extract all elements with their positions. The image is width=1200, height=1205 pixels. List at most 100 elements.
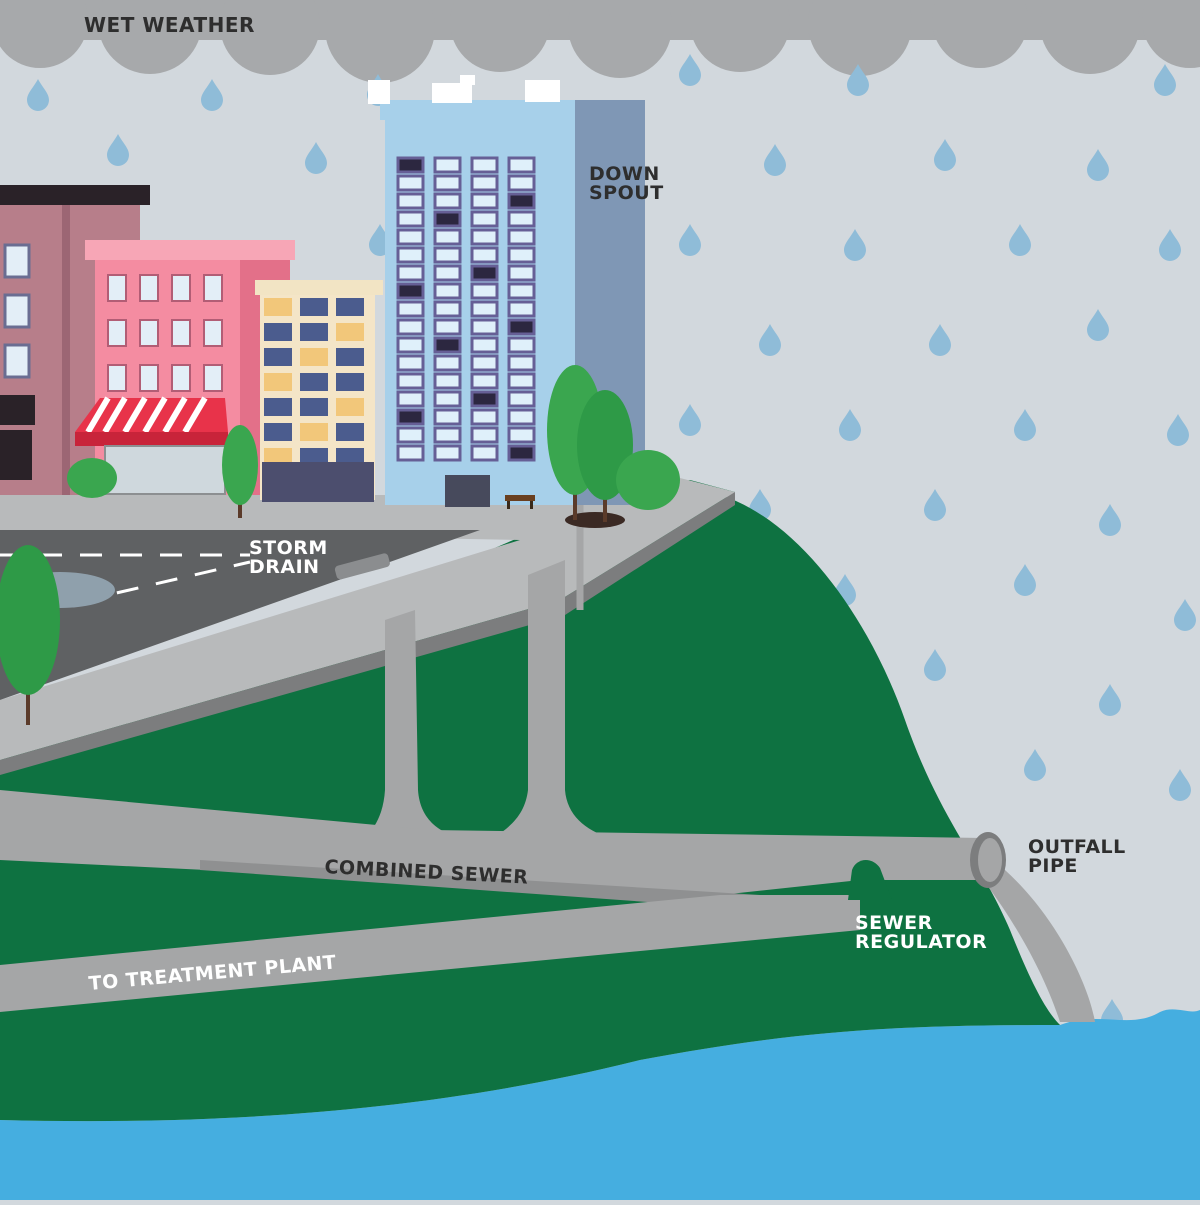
window bbox=[264, 323, 292, 341]
window bbox=[470, 336, 499, 354]
window bbox=[507, 408, 536, 426]
window bbox=[396, 174, 425, 192]
window bbox=[396, 282, 425, 300]
bench bbox=[505, 495, 535, 509]
raindrop bbox=[1087, 309, 1109, 341]
window bbox=[507, 354, 536, 372]
title-wet-weather: WET WEATHER bbox=[84, 13, 255, 37]
raindrop bbox=[1024, 749, 1046, 781]
window bbox=[470, 372, 499, 390]
river bbox=[0, 1009, 1200, 1200]
storm-drain-grate bbox=[334, 553, 390, 580]
raindrop bbox=[1099, 504, 1121, 536]
window bbox=[470, 264, 499, 282]
window bbox=[470, 390, 499, 408]
window bbox=[507, 390, 536, 408]
raindrop bbox=[107, 134, 129, 166]
window bbox=[336, 448, 364, 466]
label-outfall-pipe-line1: OUTFALL bbox=[1028, 836, 1126, 858]
raindrop bbox=[1014, 409, 1036, 441]
window bbox=[396, 408, 425, 426]
window bbox=[396, 246, 425, 264]
window bbox=[433, 192, 462, 210]
label-down-spout-line1: DOWN bbox=[589, 163, 660, 185]
window bbox=[433, 300, 462, 318]
label-storm-drain-line1: STORM bbox=[249, 537, 328, 559]
window bbox=[433, 390, 462, 408]
window bbox=[433, 210, 462, 228]
window bbox=[264, 348, 292, 366]
window bbox=[300, 373, 328, 391]
raindrop bbox=[679, 224, 701, 256]
window bbox=[507, 246, 536, 264]
label-outfall-pipe-line2: PIPE bbox=[1028, 855, 1078, 877]
window bbox=[396, 192, 425, 210]
window bbox=[264, 448, 292, 466]
window bbox=[300, 323, 328, 341]
window bbox=[300, 423, 328, 441]
raindrop bbox=[847, 64, 869, 96]
raindrop bbox=[1087, 149, 1109, 181]
cloud bbox=[0, 0, 1200, 83]
window bbox=[433, 336, 462, 354]
raindrop bbox=[929, 324, 951, 356]
treatment-plant-pipe bbox=[0, 895, 860, 1012]
raindrop bbox=[27, 79, 49, 111]
window bbox=[433, 318, 462, 336]
window bbox=[336, 298, 364, 316]
window bbox=[507, 282, 536, 300]
raindrop bbox=[1099, 684, 1121, 716]
window bbox=[470, 156, 499, 174]
raindrop bbox=[764, 144, 786, 176]
trees bbox=[0, 365, 680, 725]
window bbox=[336, 373, 364, 391]
window bbox=[396, 372, 425, 390]
raindrop bbox=[759, 324, 781, 356]
label-sewer-regulator: SEWER REGULATOR bbox=[855, 914, 987, 952]
blue-tower bbox=[368, 75, 645, 507]
window bbox=[433, 246, 462, 264]
window bbox=[470, 444, 499, 462]
window bbox=[300, 298, 328, 316]
window bbox=[433, 174, 462, 192]
window bbox=[433, 282, 462, 300]
window bbox=[396, 336, 425, 354]
window bbox=[264, 298, 292, 316]
raindrop bbox=[679, 404, 701, 436]
raindrop bbox=[1174, 599, 1196, 631]
combined-sewer-shadow bbox=[200, 860, 760, 910]
slab-front bbox=[0, 492, 735, 775]
outfall-flow bbox=[975, 870, 1095, 1022]
label-storm-drain: STORM DRAIN bbox=[249, 539, 328, 577]
window bbox=[300, 348, 328, 366]
raindrop bbox=[1154, 64, 1176, 96]
window bbox=[507, 336, 536, 354]
window bbox=[336, 323, 364, 341]
raindrop bbox=[1009, 224, 1031, 256]
label-sewer-regulator-line1: SEWER bbox=[855, 912, 933, 934]
window bbox=[470, 210, 499, 228]
window bbox=[470, 300, 499, 318]
window bbox=[507, 264, 536, 282]
window bbox=[507, 372, 536, 390]
raindrop bbox=[1169, 769, 1191, 801]
raindrop bbox=[1014, 564, 1036, 596]
window bbox=[470, 192, 499, 210]
pink-building bbox=[75, 240, 295, 495]
window bbox=[396, 444, 425, 462]
cream-building bbox=[255, 280, 383, 502]
window bbox=[396, 426, 425, 444]
raindrop bbox=[924, 649, 946, 681]
window bbox=[507, 426, 536, 444]
window bbox=[470, 228, 499, 246]
window bbox=[507, 210, 536, 228]
sewer-regulator bbox=[848, 859, 892, 900]
window bbox=[264, 373, 292, 391]
bush-left bbox=[67, 458, 117, 498]
trees-right bbox=[547, 365, 680, 528]
raindrop bbox=[1159, 229, 1181, 261]
window bbox=[396, 390, 425, 408]
raindrop bbox=[305, 142, 327, 174]
window bbox=[433, 354, 462, 372]
